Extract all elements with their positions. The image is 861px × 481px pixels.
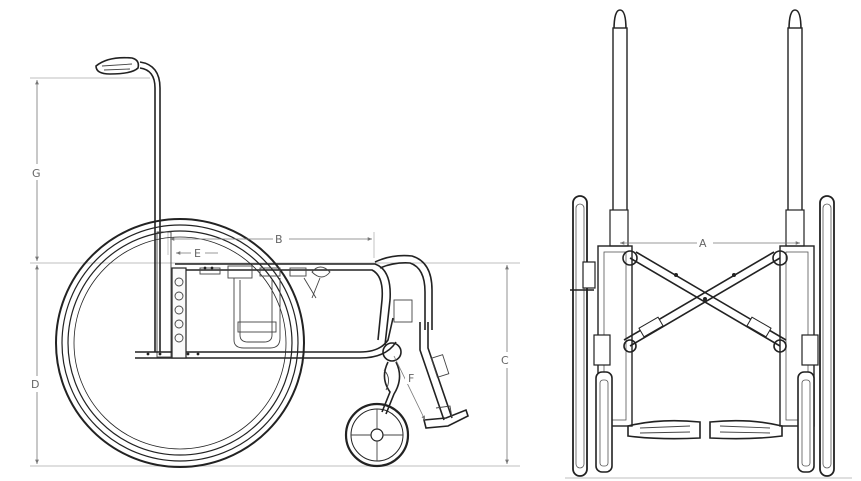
cross-brace: [623, 251, 787, 347]
rear-wheel: [55, 218, 305, 468]
dimension-label-a: A: [699, 237, 707, 250]
backrest: [95, 56, 161, 352]
front-view-left-details: [570, 261, 596, 291]
front-view-footplates: [627, 419, 783, 440]
dimension-label-d: D: [31, 378, 39, 391]
side-guide-lines: [30, 77, 520, 467]
caster: [344, 342, 410, 468]
dimension-label-e: E: [194, 247, 201, 260]
front-dimensions: A: [620, 236, 800, 250]
front-hanger: [393, 299, 469, 429]
side-frame: [135, 231, 433, 359]
front-view-side-frames: [593, 245, 819, 427]
side-view: G D C B E F: [30, 56, 520, 468]
dimension-label-g: G: [32, 167, 41, 180]
dimension-label-b: B: [275, 233, 283, 246]
dimension-label-f: F: [408, 372, 414, 385]
front-view-casters: [595, 371, 815, 473]
axle-plate-holes: [174, 277, 184, 343]
front-view: A: [565, 9, 852, 479]
dimension-label-c: C: [501, 354, 509, 367]
side-dimensions: G D C B E F: [30, 80, 516, 464]
front-view-posts: [609, 9, 805, 247]
